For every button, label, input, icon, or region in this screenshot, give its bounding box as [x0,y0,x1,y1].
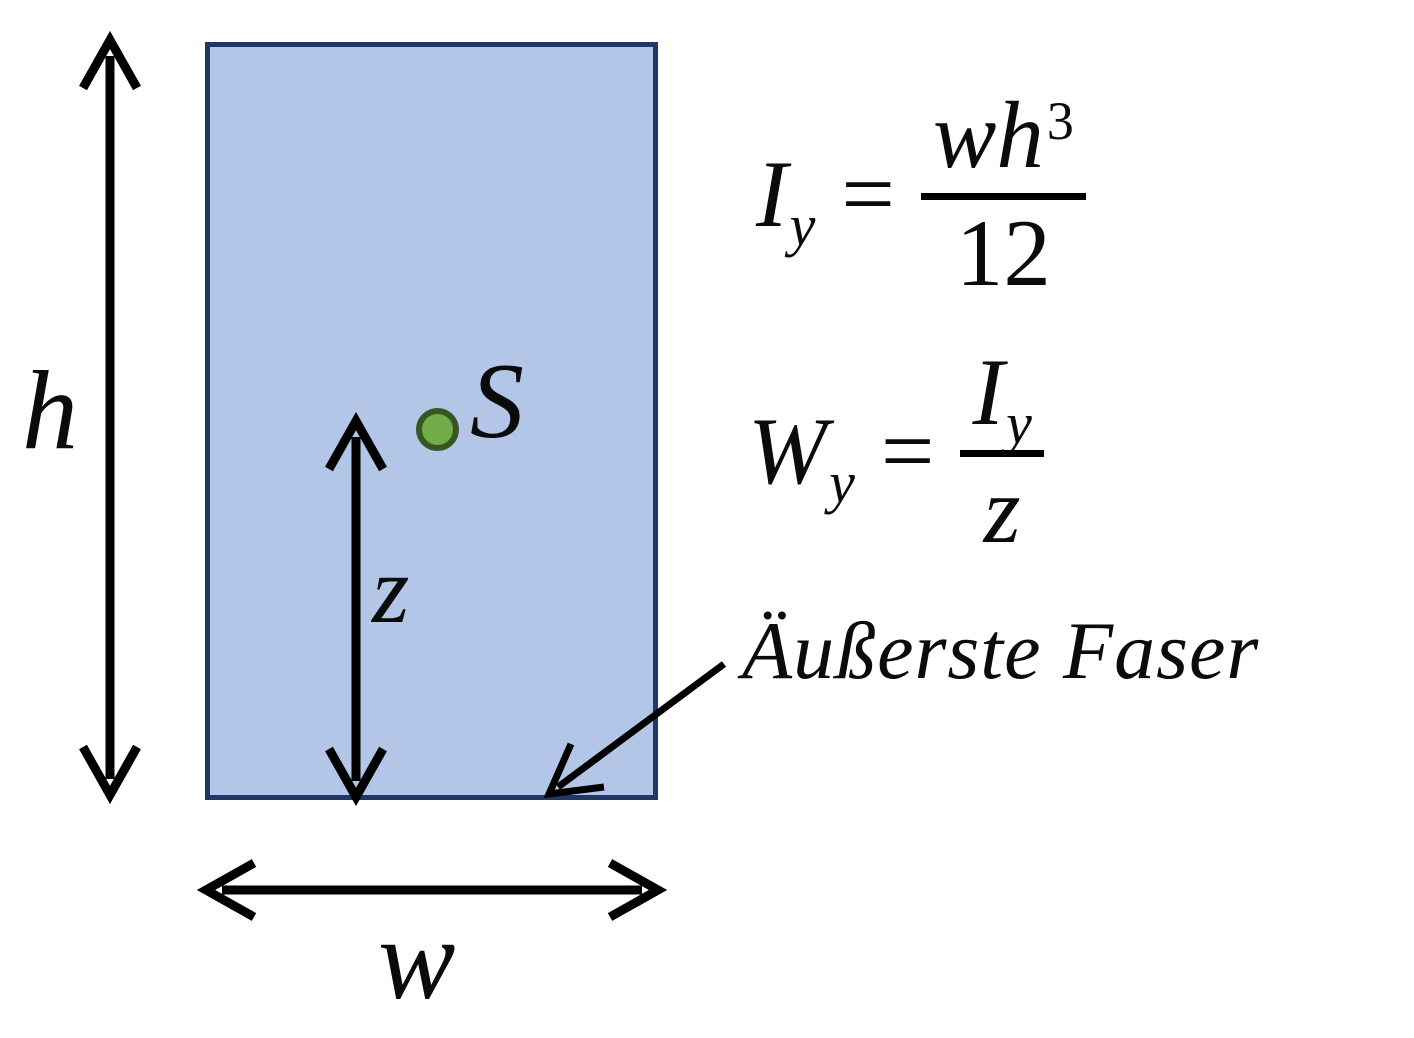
centroid-marker [416,408,459,451]
z-dimension-arrow [325,411,387,807]
subscript-y: y [1006,390,1032,456]
symbol-wh: wh [932,82,1044,188]
fraction-bar [920,193,1086,200]
equals-sign: = [880,398,935,504]
subscript-y: y [829,449,855,515]
moment-of-inertia-formula: Iy = wh3 12 [756,88,1086,301]
denominator-z: z [983,457,1021,563]
fraction-numerator: Iy [960,345,1043,453]
formula-lhs: Iy [756,147,815,255]
arrowhead-right-icon [607,859,668,921]
height-label: h [22,349,78,473]
width-dimension-arrow [196,859,668,921]
arrowhead-down-icon [79,744,141,805]
denominator-12: 12 [955,200,1051,306]
z-distance-label: z [372,536,410,643]
symbol-W: W [748,398,828,504]
arrowhead-diagonal-icon [543,742,605,799]
arrowhead-down-icon [325,746,387,807]
annotation-pointer-arrow [543,661,727,799]
symbol-I: I [756,141,788,247]
arrowhead-left-icon [196,859,257,921]
width-label: w [378,896,456,1024]
arrowhead-up-icon [325,411,387,472]
arrowhead-up-icon [79,30,141,91]
height-dimension-arrow [79,30,141,805]
fraction-numerator: wh3 [921,88,1086,183]
fraction: wh3 12 [920,88,1086,306]
fraction-bar [960,450,1044,457]
symbol-I: I [972,339,1005,445]
subscript-y: y [789,192,816,258]
formula-lhs: Wy [748,404,855,512]
equals-sign: = [841,141,895,247]
superscript-3: 3 [1046,90,1074,151]
outermost-fiber-label: Äußerste Faser [742,605,1260,696]
centroid-label: S [470,342,524,461]
section-modulus-formula: Wy = Iy z [748,345,1044,558]
fraction: Iy z [960,345,1044,563]
